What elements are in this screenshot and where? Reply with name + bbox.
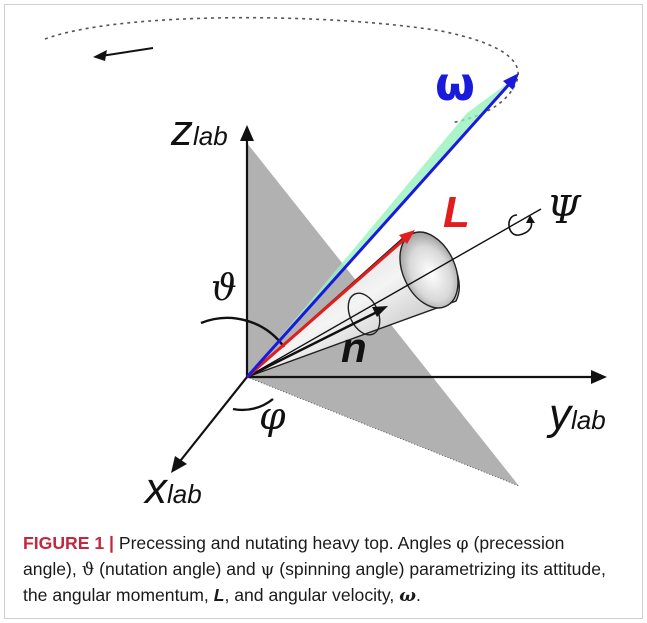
caption-text-2: (precession angle), bbox=[23, 533, 565, 579]
omega-vector bbox=[245, 79, 514, 379]
z-axis-subscript: lab bbox=[193, 121, 228, 151]
precession-arrow bbox=[100, 47, 154, 57]
caption-text-5: , and angular velocity, bbox=[224, 585, 400, 605]
caption-psi: ψ bbox=[260, 560, 275, 580]
y-axis-label: ylab bbox=[549, 393, 606, 437]
precession-arrowhead bbox=[93, 50, 107, 61]
figure-caption: FIGURE 1 | Precessing and nutating heavy… bbox=[23, 531, 623, 608]
caption-L: L bbox=[213, 585, 225, 605]
x-axis-letter: x bbox=[145, 464, 167, 513]
x-axis-label: xlab bbox=[145, 467, 202, 511]
phi-arc bbox=[232, 398, 274, 412]
caption-omega: ω bbox=[399, 585, 416, 606]
spin-arrow bbox=[508, 214, 533, 236]
psi-label: Ψ bbox=[547, 188, 581, 232]
x-axis bbox=[176, 376, 248, 466]
caption-figure-label: FIGURE 1 | bbox=[23, 533, 114, 553]
n-label: n bbox=[341, 324, 367, 371]
L-label: L bbox=[443, 188, 470, 237]
caption-text-6: . bbox=[415, 585, 421, 605]
z-axis-letter: z bbox=[171, 106, 193, 155]
caption-phi: φ bbox=[456, 534, 469, 554]
L-vector-arrowhead bbox=[399, 230, 415, 244]
z-axis-label: zlab bbox=[171, 109, 228, 153]
theta-label: ϑ bbox=[211, 268, 237, 309]
plane-edge bbox=[246, 376, 520, 487]
omega-label: ω bbox=[435, 57, 475, 111]
L-vector bbox=[246, 235, 408, 379]
precession-orbit bbox=[44, 16, 519, 124]
phi-label: φ bbox=[259, 394, 286, 438]
caption-text-1: Precessing and nutating heavy top. Angle… bbox=[113, 533, 457, 553]
y-axis-arrowhead bbox=[591, 370, 607, 384]
figure-frame: ω zlab L Ψ ϑ n φ ylab xlab FIGURE 1 | Pr… bbox=[4, 4, 643, 619]
y-axis-letter: y bbox=[549, 390, 571, 439]
caption-text-4: (spinning angle) parametrizing its attit… bbox=[23, 559, 606, 605]
x-axis-arrowhead bbox=[171, 456, 187, 473]
spin-arrowhead bbox=[526, 215, 535, 223]
n-vector bbox=[246, 309, 380, 379]
y-axis-subscript: lab bbox=[571, 405, 606, 435]
omega-vector-arrowhead bbox=[503, 73, 519, 90]
n-vector-arrowhead bbox=[372, 306, 388, 317]
caption-theta: ϑ bbox=[81, 560, 95, 580]
x-axis-subscript: lab bbox=[167, 479, 202, 509]
psi-axis bbox=[246, 208, 542, 378]
diagram bbox=[44, 16, 607, 487]
z-axis-arrowhead bbox=[240, 125, 254, 141]
caption-text-3: (nutation angle) and bbox=[94, 559, 261, 579]
